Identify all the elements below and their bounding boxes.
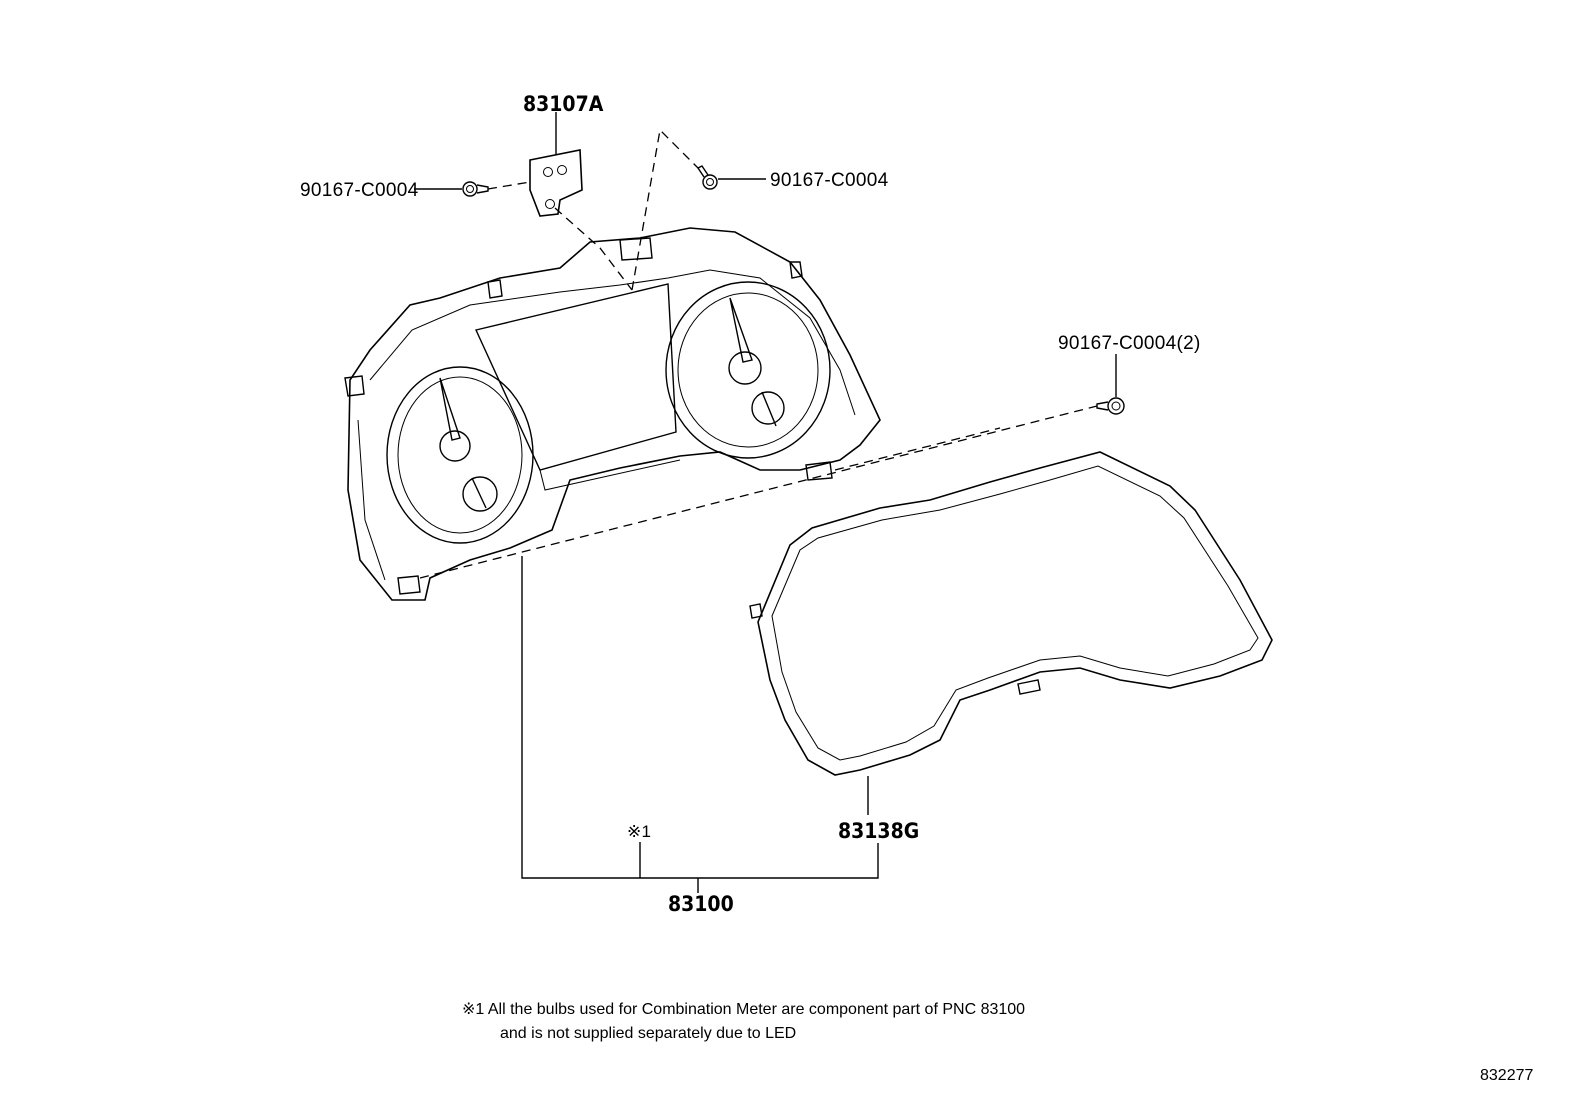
footnote-line-2: and is not supplied separately due to LE… bbox=[500, 1025, 796, 1042]
label-note-marker: ※1 bbox=[627, 822, 651, 841]
installation-dash-lines bbox=[419, 128, 1098, 579]
diagram-id: 832277 bbox=[1480, 1067, 1533, 1084]
combination-meter-drawing bbox=[344, 227, 881, 601]
label-83107a: 83107A bbox=[523, 92, 604, 116]
glass-drawing bbox=[749, 451, 1273, 776]
leader-lines bbox=[414, 112, 1117, 893]
left-gauge bbox=[386, 366, 534, 544]
right-gauge bbox=[665, 281, 831, 459]
footnote-line-1: ※1 All the bulbs used for Combination Me… bbox=[462, 1001, 1025, 1018]
label-screw-right: 90167-C0004(2) bbox=[1058, 333, 1201, 354]
label-screw-left: 90167-C0004 bbox=[300, 180, 419, 201]
screw-top-icon bbox=[696, 165, 718, 190]
label-screw-top: 90167-C0004 bbox=[770, 170, 889, 191]
bracket-drawing bbox=[529, 149, 583, 217]
label-83138g: 83138G bbox=[838, 819, 919, 843]
screw-left-icon bbox=[462, 181, 489, 197]
screw-right-icon bbox=[1096, 397, 1125, 415]
label-83100: 83100 bbox=[668, 892, 734, 916]
